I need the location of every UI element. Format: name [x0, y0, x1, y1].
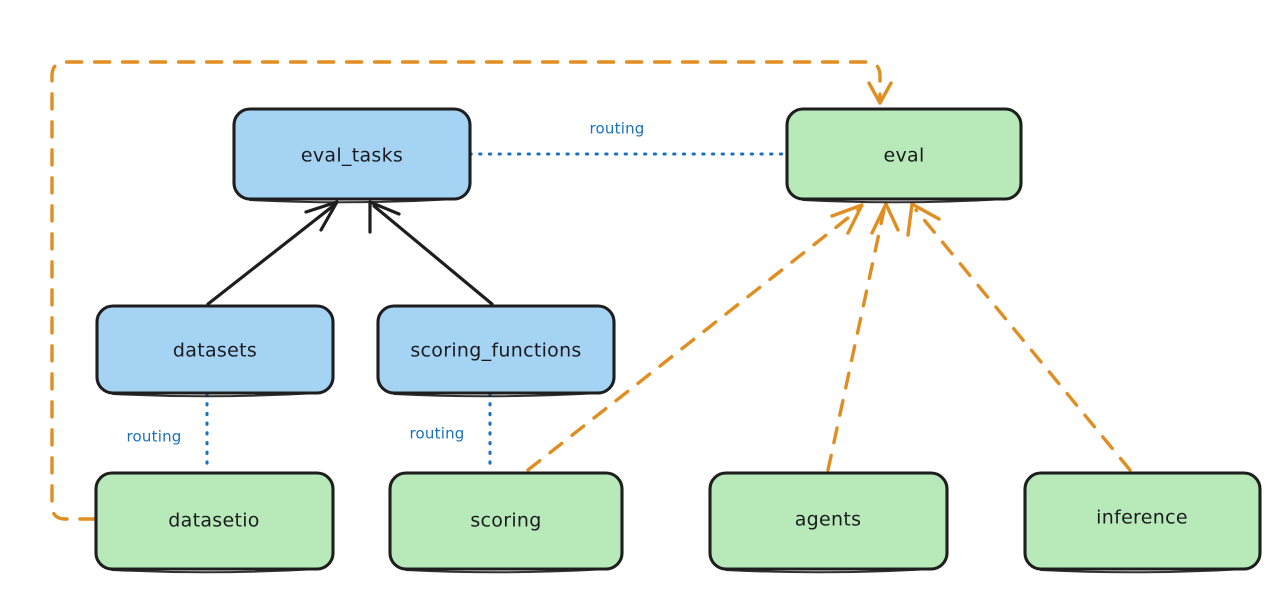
edge-agents-eval — [826, 202, 900, 472]
node-datasetio-box — [94, 471, 335, 571]
node-scoring-box — [388, 471, 624, 571]
node-datasets-box — [95, 304, 335, 395]
node-datasetio-sketch-stroke — [111, 568, 319, 574]
edge-label-eval_tasks-eval: routing — [590, 120, 645, 138]
edge-scoring-eval — [526, 203, 864, 472]
node-inference-label: inference — [1096, 507, 1188, 529]
node-agents-label: agents — [795, 509, 862, 531]
node-scoring_functions[interactable]: scoring_functions — [376, 304, 616, 398]
edge-scoring_functions-eval_tasks — [368, 200, 494, 306]
node-inference-box — [1023, 471, 1262, 571]
node-agents-sketch-stroke — [725, 568, 932, 574]
node-eval-box — [785, 107, 1023, 201]
node-inference[interactable]: inference — [1023, 471, 1262, 574]
node-eval_tasks-label: eval_tasks — [301, 145, 403, 167]
node-scoring-sketch-stroke — [405, 568, 608, 574]
node-eval_tasks-box — [232, 107, 472, 201]
node-datasetio[interactable]: datasetio — [94, 471, 335, 574]
node-eval-sketch-stroke — [802, 198, 1007, 204]
edge-inference-eval — [906, 202, 1132, 472]
node-eval[interactable]: eval — [785, 107, 1023, 204]
node-inference-sketch-stroke — [1040, 568, 1246, 574]
node-eval_tasks-sketch-stroke — [249, 198, 457, 204]
edge-datasetio-eval — [50, 60, 893, 521]
edge-label-scoring_functions-scoring: routing — [410, 425, 465, 443]
node-scoring_functions-sketch-stroke — [393, 392, 600, 398]
node-scoring[interactable]: scoring — [388, 471, 624, 574]
node-eval_tasks[interactable]: eval_tasks — [232, 107, 472, 204]
edge-label-datasets-datasetio: routing — [127, 428, 182, 446]
node-datasets-sketch-stroke — [112, 392, 319, 398]
node-datasets-label: datasets — [173, 340, 257, 362]
node-eval-label: eval — [883, 145, 924, 167]
node-datasetio-label: datasetio — [168, 510, 259, 532]
edge-datasets-eval_tasks — [206, 200, 339, 306]
node-scoring_functions-label: scoring_functions — [410, 340, 581, 362]
node-scoring-label: scoring — [470, 510, 541, 532]
node-scoring_functions-box — [376, 304, 616, 395]
node-agents-box — [708, 471, 949, 571]
node-agents[interactable]: agents — [708, 471, 949, 574]
node-datasets[interactable]: datasets — [95, 304, 335, 398]
